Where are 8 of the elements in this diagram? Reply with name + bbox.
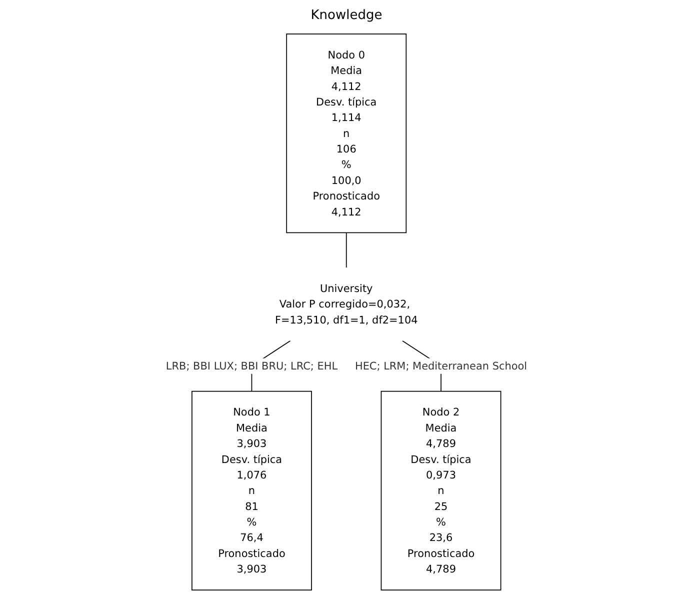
edge-label: LRB; BBI LUX; BBI BRU; LRC; EHL: [166, 360, 338, 372]
node-box: Nodo 1 Media 3,903 Desv. típica 1,076 n 81 % 76,4 Pronosticado 3,903: [192, 390, 312, 590]
node-box: Nodo 2 Media 4,789 Desv. típica 0,973 n 25 % 23,6 Pronosticado 4,789: [380, 390, 502, 590]
node-text: University Valor P corregido=0,032, F=13,510, df1=1, df2=104: [274, 282, 418, 326]
diagram-title: Knowledge: [310, 8, 384, 23]
connector: [346, 232, 347, 268]
edge-label: HEC; LRM; Mediterranean School: [354, 360, 528, 372]
node-box: Nodo 0 Media 4,112 Desv. típica 1,114 n 106 % 100,0 Pronosticado 4,112: [286, 34, 407, 234]
